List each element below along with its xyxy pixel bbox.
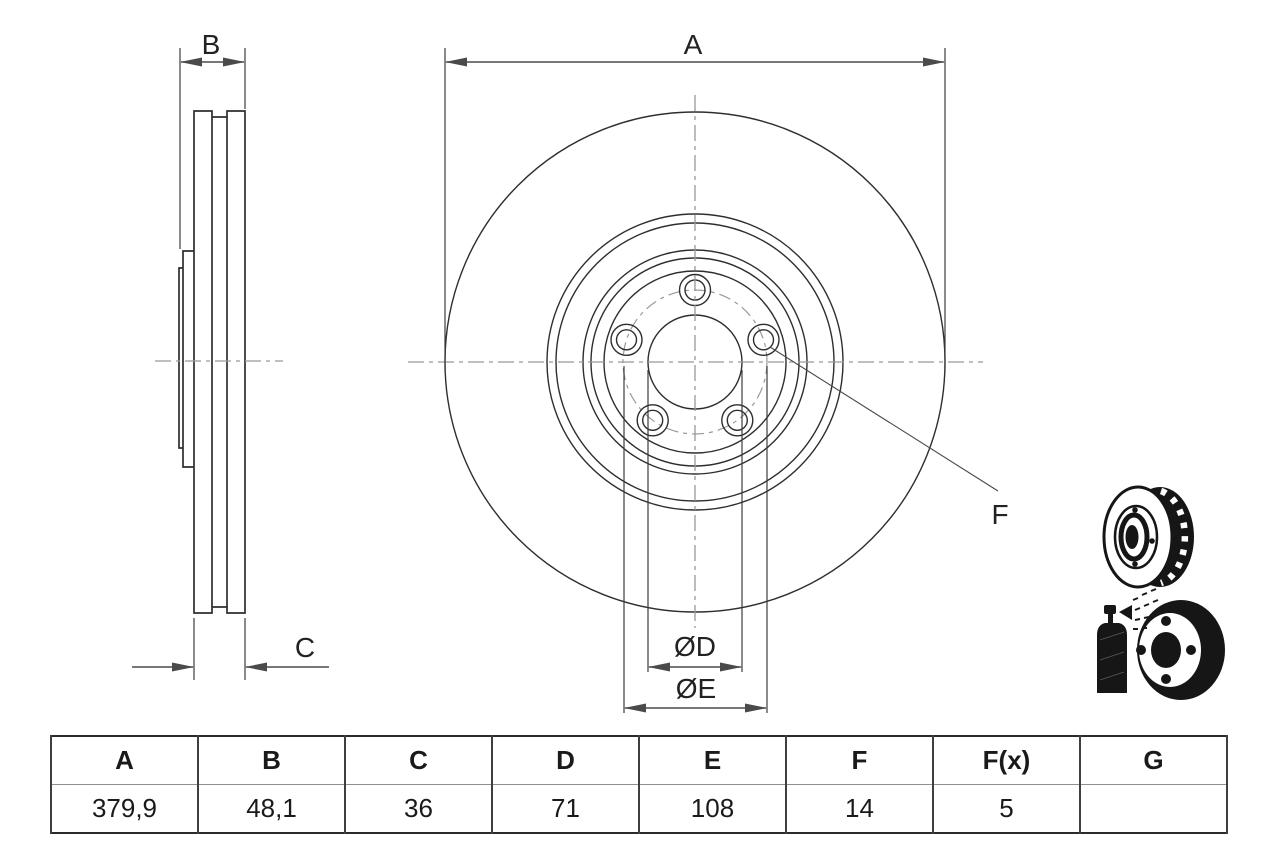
table-header-cell: E [638,736,787,785]
vented-disc-icon [1102,485,1194,589]
dimension-b: B [179,29,246,249]
spray-cone [1119,605,1132,620]
arrowhead [180,57,202,67]
dim-label-e: ØE [676,673,716,704]
spray-can-nozzle [1104,605,1116,614]
hub-bore [1125,525,1139,549]
arrowhead [245,662,267,672]
arrowhead [720,662,742,672]
dim-label-b: B [202,29,221,60]
spray-can-body [1097,623,1127,693]
coated-disc-bore [1151,632,1181,668]
table-header-cell: F(x) [932,736,1081,785]
spray-droplets [1132,588,1159,630]
table-value-cell: 48,1 [197,784,346,833]
can-texture [1099,671,1125,681]
bolt-hole [610,323,643,356]
table-value-cell: 14 [785,784,934,833]
table-value-cell [1079,784,1228,833]
dimension-c: C [132,618,329,680]
hat-outline [182,250,194,468]
dim-label-a: A [684,29,703,60]
side-profile-outline [193,110,246,614]
dimension-e: ØE [623,366,768,713]
side-view: B C [132,29,329,680]
coated-disc-bolt-hole [1136,645,1146,655]
bolt-hole [721,404,754,437]
dimension-a: A [444,29,946,372]
table-header-cell: B [197,736,346,785]
table-value-cell: 36 [344,784,493,833]
bolt-hole [747,323,780,356]
arrowhead [624,703,646,713]
dim-label-f: F [991,499,1008,530]
table-value-row: 379,9 48,1 36 71 108 14 5 [50,784,1228,833]
dimension-table: A B C D E F F(x) G 379,9 48,1 36 71 108 … [50,735,1228,834]
arrowhead [648,662,670,672]
hat-flange-lip [178,267,183,449]
coated-disc-bolt-hole [1161,616,1171,626]
hub-bolt-dot [1132,507,1138,513]
dimension-d: ØD [647,370,743,672]
arrowhead [745,703,767,713]
front-view: A ØD ØE F [408,29,1009,713]
table-header-cell: D [491,736,640,785]
dim-label-d: ØD [674,631,716,662]
can-texture [1099,651,1125,661]
can-texture [1099,631,1125,641]
dim-label-c: C [295,632,315,663]
table-value-cell: 5 [932,784,1081,833]
table-header-cell: F [785,736,934,785]
vent-slots [1159,487,1189,587]
hub-bolt-dot [1132,561,1138,567]
arrowhead [445,57,467,67]
table-header-row: A B C D E F F(x) G [50,736,1228,785]
table-header-cell: G [1079,736,1228,785]
hub-bolt-dot [1149,538,1155,544]
callout-f: F [769,346,1009,530]
coated-disc-bolt-hole [1161,674,1171,684]
arrowhead [923,57,945,67]
table-value-cell: 379,9 [50,784,199,833]
table-value-cell: 108 [638,784,787,833]
spray-coated-disc-icon [1097,588,1225,700]
bolt-hole [636,404,669,437]
table-header-cell: C [344,736,493,785]
coated-disc-bolt-hole [1186,645,1196,655]
arrowhead [223,57,245,67]
spray-can-stem [1108,613,1113,623]
arrowhead [172,662,194,672]
table-header-cell: A [50,736,199,785]
table-value-cell: 71 [491,784,640,833]
leader-line [769,346,999,492]
